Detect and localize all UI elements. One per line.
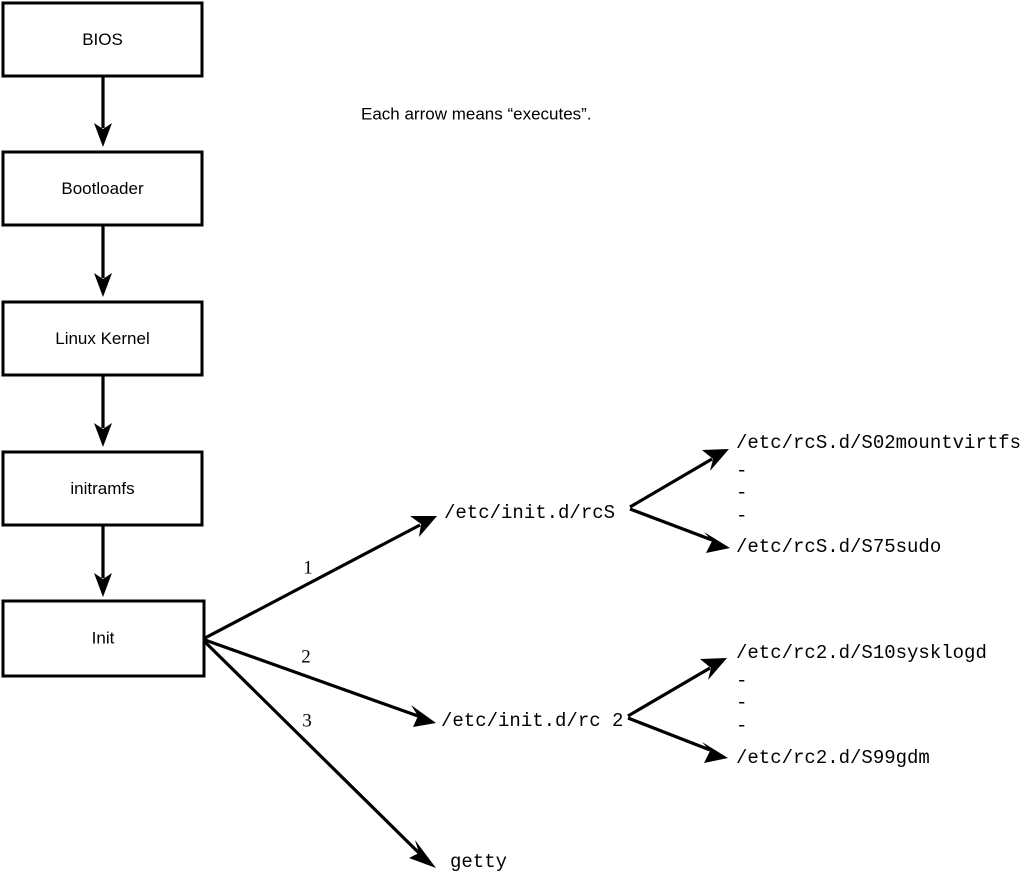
arrow-bios-to-bootloader: [94, 76, 112, 147]
node-init-box: [1, 599, 206, 678]
label-rc2-first-script[interactable]: /etc/rc2.d/S10sysklogd: [736, 642, 987, 664]
arrow-init-branch-3-head: [409, 840, 436, 868]
arrow-rcs-to-last-head: [704, 532, 730, 553]
arrow-rc2-to-last: [627, 716, 728, 763]
node-initramfs-box: [1, 450, 204, 527]
node-bios-label: BIOS: [82, 30, 123, 49]
ellipsis-dash-rcs-3: -: [736, 505, 747, 527]
arrow-initramfs-to-init: [94, 525, 112, 597]
node-linux-kernel[interactable]: Linux Kernel: [1, 300, 204, 377]
node-init-label: Init: [92, 628, 115, 647]
node-bios[interactable]: BIOS: [1, 1, 204, 78]
arrow-rcs-to-last-shaft: [629, 507, 713, 542]
arrow-label-3: 3: [302, 710, 312, 731]
arrow-init-branch-2: [204, 638, 436, 727]
arrow-kernel-to-initramfs: [94, 375, 112, 447]
ellipsis-dash-rc2-2: -: [736, 692, 747, 714]
arrow-init-branch-3: [203, 640, 436, 868]
ellipsis-dash-rc2-1: -: [736, 670, 747, 692]
diagram-caption: Each arrow means “executes”.: [361, 104, 592, 123]
node-init[interactable]: Init: [1, 599, 206, 678]
arrow-rc2-to-last-shaft: [627, 716, 711, 752]
label-init-d-rc2[interactable]: /etc/init.d/rc 2: [441, 710, 623, 732]
node-initramfs[interactable]: initramfs: [1, 450, 204, 527]
arrow-rc2-to-first: [627, 658, 727, 718]
label-rcs-last-script[interactable]: /etc/rcS.d/S75sudo: [736, 536, 941, 558]
arrow-rcs-to-last: [629, 507, 730, 553]
node-bootloader-label: Bootloader: [61, 179, 144, 198]
arrow-rcs-to-first: [629, 449, 729, 509]
arrow-init-branch-1-head: [410, 516, 437, 537]
node-initramfs-label: initramfs: [70, 479, 134, 498]
arrow-bios-to-bootloader-head: [94, 123, 112, 147]
ellipsis-dash-rc2-3: -: [736, 715, 747, 737]
label-init-d-rcs[interactable]: /etc/init.d/rcS: [444, 502, 615, 524]
arrow-rcs-to-first-shaft: [629, 457, 713, 509]
arrow-init-branch-1: [204, 516, 437, 640]
node-bios-box: [1, 1, 204, 78]
node-bootloader-box: [1, 150, 204, 227]
arrow-init-branch-2-shaft: [204, 638, 419, 718]
ellipsis-dash-rcs-2: -: [736, 482, 747, 504]
label-rcs-first-script[interactable]: /etc/rcS.d/S02mountvirtfs: [736, 432, 1021, 454]
arrow-kernel-to-initramfs-head: [94, 423, 112, 447]
arrow-label-2: 2: [301, 646, 311, 667]
arrow-initramfs-to-init-head: [94, 573, 112, 597]
arrow-label-1: 1: [303, 557, 313, 578]
arrow-bootloader-to-kernel: [94, 225, 112, 297]
arrow-rc2-to-last-head: [702, 742, 728, 763]
arrow-init-branch-2-head: [411, 705, 436, 727]
arrow-init-branch-1-shaft: [204, 523, 421, 640]
ellipsis-dash-rcs-1: -: [736, 460, 747, 482]
arrow-bootloader-to-kernel-head: [94, 273, 112, 297]
node-bootloader[interactable]: Bootloader: [1, 150, 204, 227]
arrow-init-branch-3-shaft: [203, 640, 421, 855]
label-getty[interactable]: getty: [450, 851, 507, 873]
label-rc2-last-script[interactable]: /etc/rc2.d/S99gdm: [736, 747, 930, 769]
arrow-rc2-to-first-head: [700, 658, 727, 680]
node-linux-kernel-label: Linux Kernel: [55, 329, 150, 348]
arrow-rc2-to-first-shaft: [627, 666, 711, 718]
arrow-rcs-to-first-head: [702, 449, 729, 471]
